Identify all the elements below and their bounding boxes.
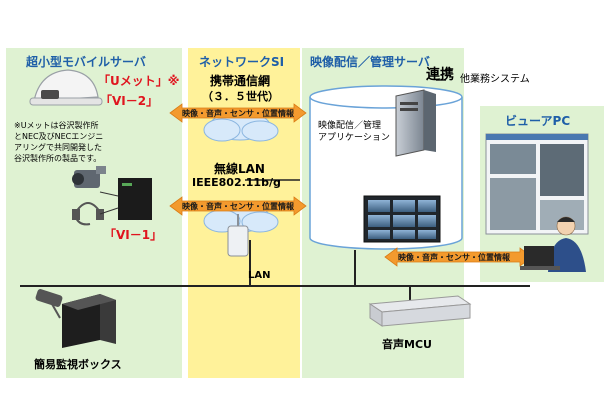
monitor-box-label: 簡易監視ボックス — [34, 358, 122, 371]
network-section-title: ネットワークSI — [199, 55, 285, 69]
footnote-line-4: 谷沢製作所の製品です。 — [14, 154, 102, 163]
data-flow-label-upper: 映像・音声・センサ・位置情報 — [182, 109, 294, 118]
server-section-title: 超小型モバイルサーバ — [26, 55, 146, 69]
surveillance-camera-icon — [35, 289, 63, 319]
application-label-2: アプリケーション — [318, 133, 390, 143]
helmet-camera-icon — [29, 69, 103, 106]
lan-label: LAN — [248, 270, 271, 281]
monitor-box-icon — [62, 294, 116, 348]
wireless-lan-standard: IEEE802.11b/g — [192, 176, 281, 189]
mobile-network-generation: （３．５世代） — [202, 90, 279, 103]
person-icon — [520, 216, 586, 272]
distribution-section-title: 映像配信／管理サーバ — [310, 55, 430, 69]
video-wall-icon — [363, 195, 441, 243]
footnote-line-3: アリングで共同開発した — [14, 143, 102, 152]
footnote-line-1: ※Uメットは谷沢製作所 — [14, 121, 99, 130]
rack-server-icon — [368, 295, 472, 327]
data-flow-arrows — [169, 103, 533, 267]
mobile-network-label: 携帯通信網 — [210, 74, 271, 88]
data-flow-label-lower: 映像・音声・センサ・位置情報 — [398, 253, 510, 262]
umet-label: 「Uメット」※ — [98, 74, 180, 88]
vi1-label: 「VI－1」 — [104, 228, 163, 242]
lan-network — [20, 179, 530, 300]
viewer-section-title: ビューアPC — [505, 114, 571, 128]
mobile-server-icon — [99, 178, 152, 220]
antenna-icon — [227, 214, 249, 257]
footnote-line-2: とNEC及びNECエンジニ — [14, 132, 104, 141]
camcorder-icon — [72, 166, 106, 188]
mcu-label: 音声MCU — [382, 338, 432, 351]
headset-icon — [72, 202, 104, 226]
vi2-label: 「VI－2」 — [100, 94, 159, 108]
application-label-1: 映像配信／管理 — [318, 121, 382, 131]
laptop-screen-icon — [485, 133, 589, 235]
other-system-label: 他業務システム — [460, 74, 530, 85]
wireless-lan-label: 無線LAN — [214, 162, 265, 176]
data-flow-label-middle: 映像・音声・センサ・位置情報 — [182, 202, 294, 211]
link-label: 連携 — [426, 67, 454, 83]
tower-server-icon — [395, 89, 436, 157]
